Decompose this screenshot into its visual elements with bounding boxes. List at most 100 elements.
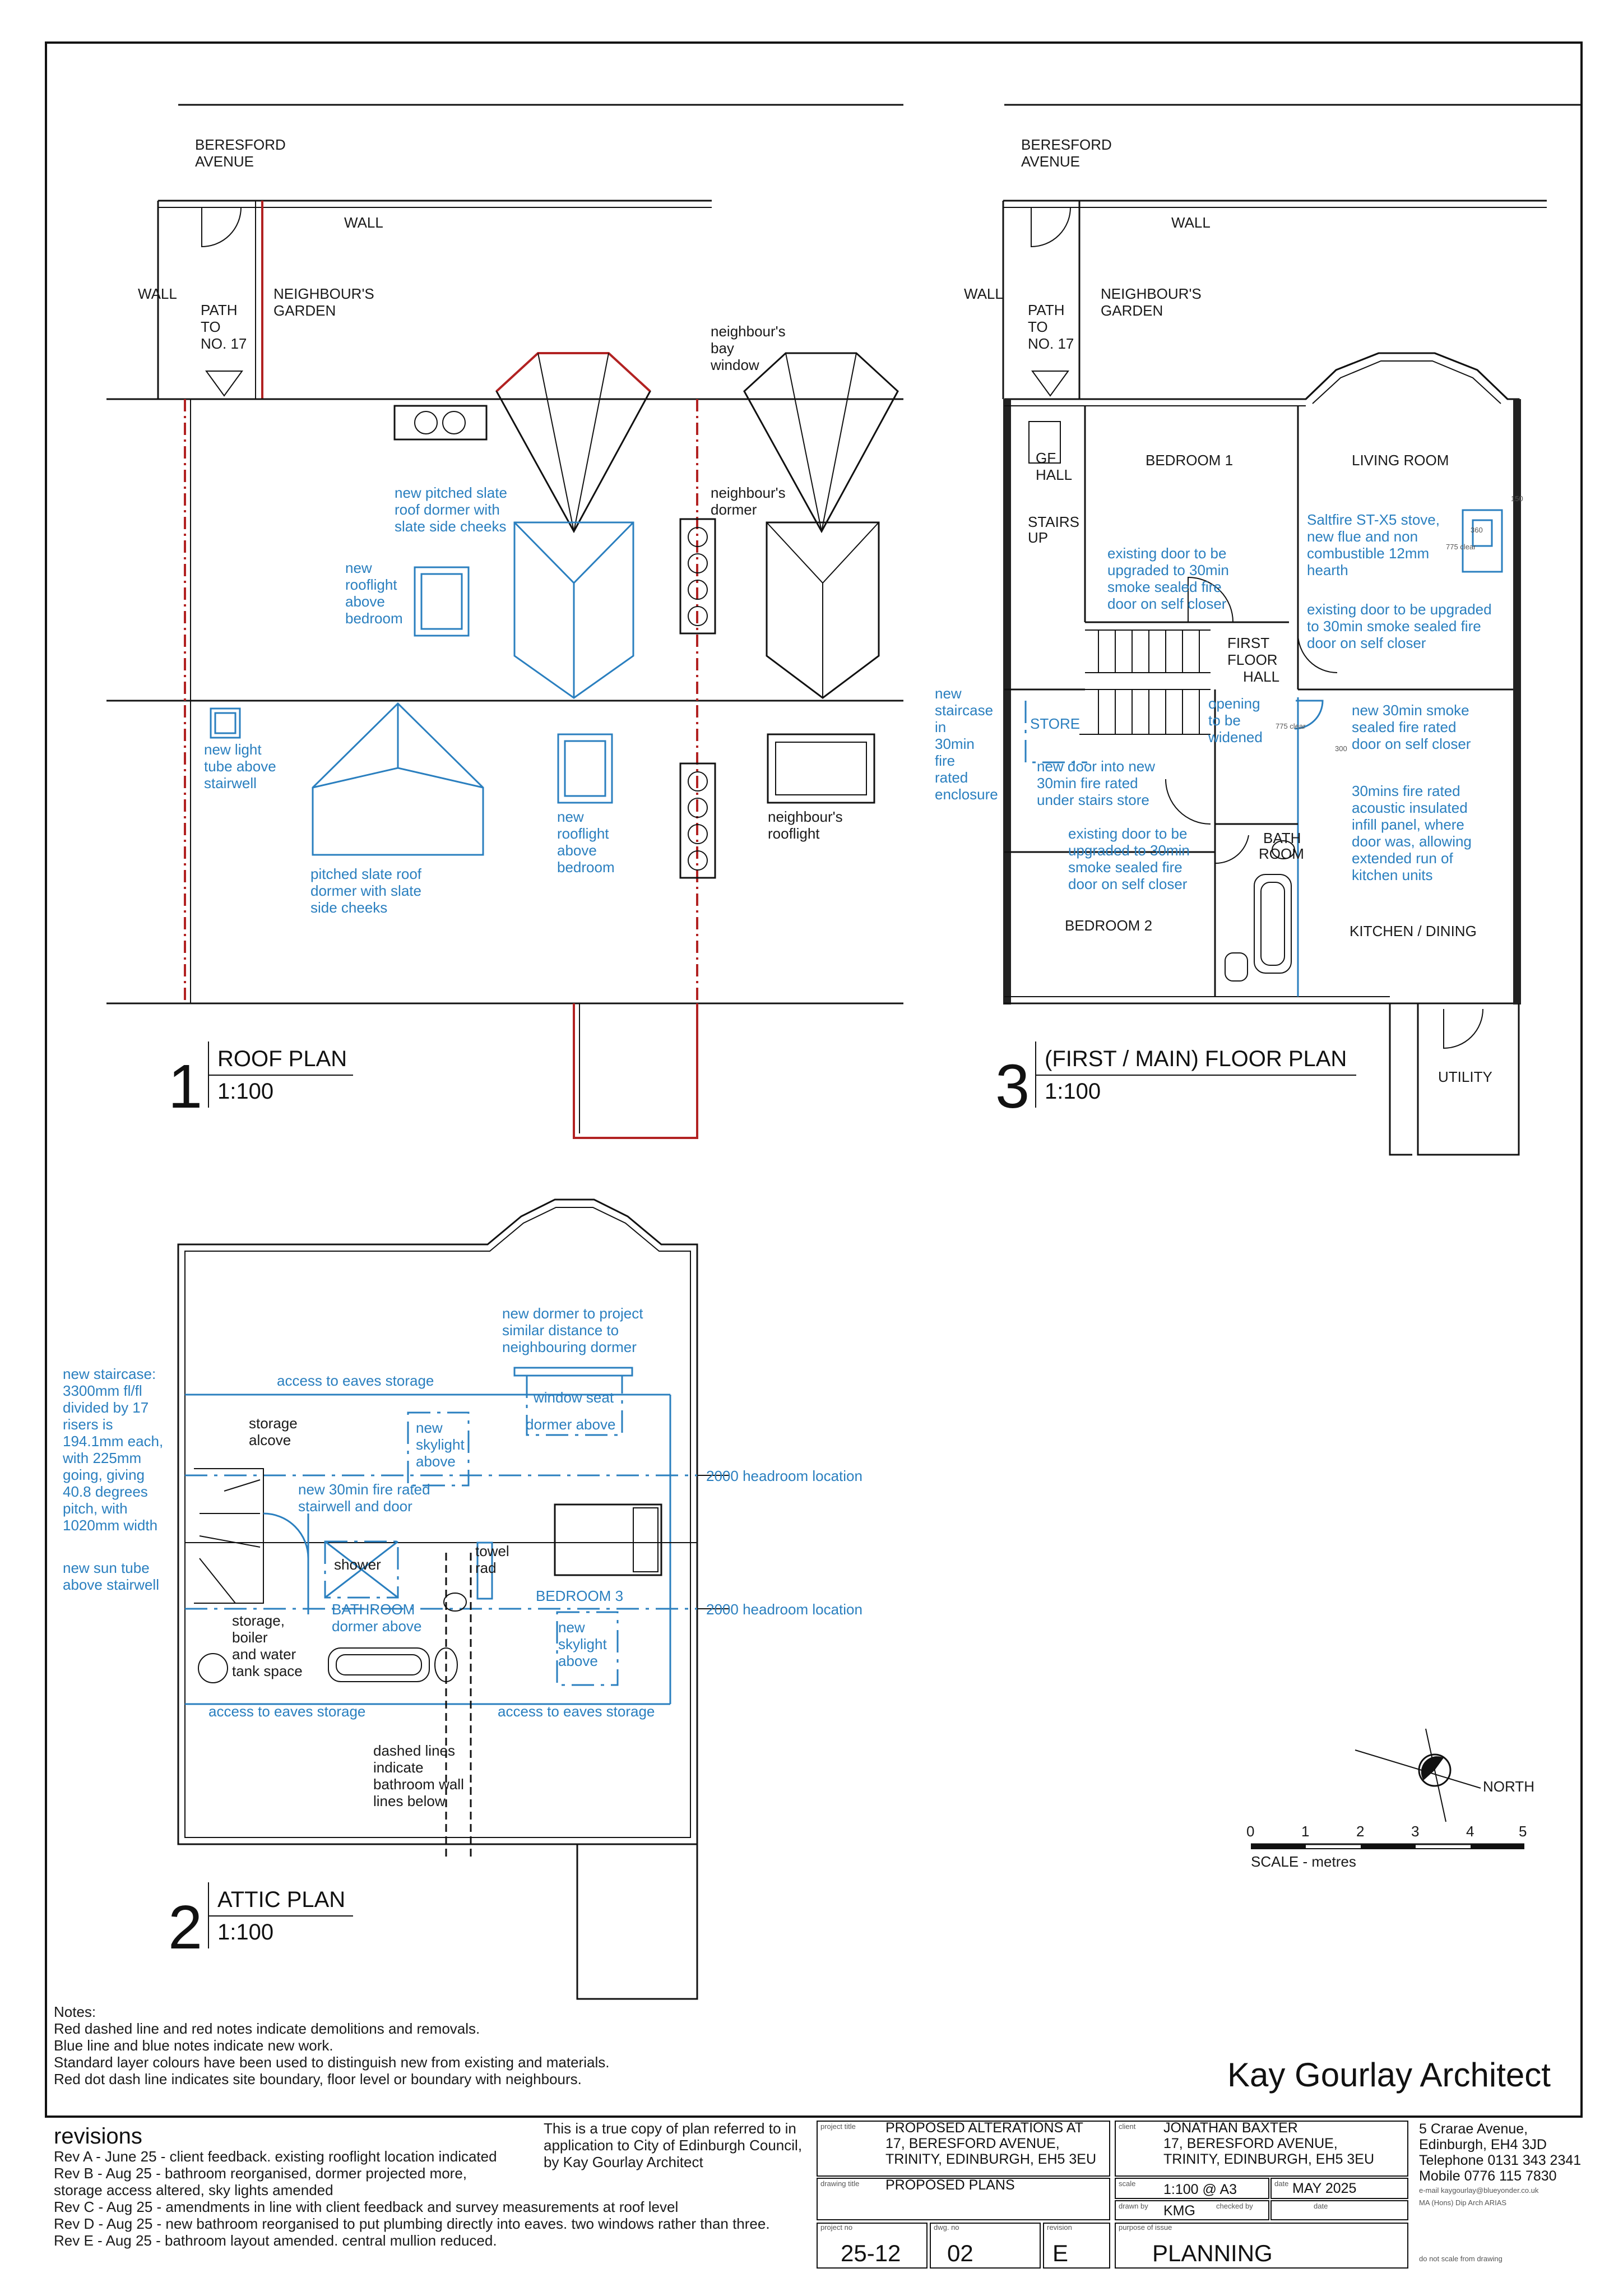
svg-text:300: 300 (1335, 744, 1347, 753)
svg-text:BEDROOM 1: BEDROOM 1 (1146, 452, 1233, 469)
svg-text:new: new (416, 1419, 443, 1436)
svg-text:GF: GF (1036, 450, 1056, 466)
svg-text:Telephone 0131 343 2341: Telephone 0131 343 2341 (1419, 2152, 1581, 2168)
svg-text:above: above (345, 593, 385, 610)
svg-text:to 30min smoke sealed fire: to 30min smoke sealed fire (1307, 618, 1481, 635)
svg-text:BEDROOM 3: BEDROOM 3 (536, 1587, 623, 1604)
svg-text:new: new (558, 1619, 585, 1636)
svg-text:slate side cheeks: slate side cheeks (395, 518, 506, 535)
svg-text:BATHROOM: BATHROOM (332, 1601, 415, 1618)
svg-text:rooflight: rooflight (557, 825, 609, 842)
svg-text:5: 5 (1519, 1823, 1527, 1840)
svg-text:above: above (557, 842, 597, 859)
svg-text:Saltfire ST-X5 stove,: Saltfire ST-X5 stove, (1307, 511, 1440, 528)
svg-text:existing door to be: existing door to be (1068, 825, 1187, 842)
svg-text:SCALE - metres: SCALE - metres (1251, 1853, 1356, 1870)
svg-text:pitched slate roof: pitched slate roof (310, 865, 422, 882)
svg-text:similar distance to: similar distance to (502, 1322, 619, 1339)
svg-text:775 clear: 775 clear (1276, 722, 1306, 730)
svg-text:BERESFORD: BERESFORD (195, 136, 286, 153)
svg-text:rated: rated (935, 769, 968, 786)
svg-text:2000 headroom location: 2000 headroom location (706, 1601, 862, 1618)
svg-text:alcove: alcove (249, 1432, 291, 1448)
svg-text:smoke sealed fire: smoke sealed fire (1068, 859, 1183, 876)
svg-text:above stairwell: above stairwell (63, 1576, 159, 1593)
roof-plan: BERESFORD AVENUE WALL WALL PATH TO NO. 1… (106, 104, 903, 1139)
svg-text:infill panel, where: infill panel, where (1352, 816, 1464, 833)
svg-text:02: 02 (947, 2240, 973, 2266)
svg-text:PATH: PATH (201, 302, 237, 318)
svg-text:WALL: WALL (1171, 214, 1211, 231)
svg-text:door on self closer: door on self closer (1068, 876, 1188, 892)
svg-text:new flue and non: new flue and non (1307, 528, 1418, 545)
svg-text:project title: project title (820, 2122, 856, 2131)
svg-text:WALL: WALL (138, 285, 177, 302)
svg-text:40.8 degrees: 40.8 degrees (63, 1483, 148, 1500)
svg-text:new staircase:: new staircase: (63, 1365, 156, 1382)
svg-text:door on self closer: door on self closer (1307, 635, 1426, 651)
svg-text:Rev A - June 25 - client feedb: Rev A - June 25 - client feedback. exist… (54, 2148, 497, 2165)
true-copy-statement: This is a true copy of plan referred to … (544, 2120, 802, 2170)
svg-text:new: new (935, 685, 962, 702)
notes-block: Notes: Red dashed line and red notes ind… (54, 2003, 609, 2087)
svg-text:new pitched slate: new pitched slate (395, 484, 507, 501)
svg-text:going, giving: going, giving (63, 1466, 145, 1483)
svg-text:UP: UP (1028, 529, 1048, 546)
svg-text:neighbouring dormer: neighbouring dormer (502, 1339, 637, 1355)
svg-text:acoustic insulated: acoustic insulated (1352, 799, 1468, 816)
first-floor-plan: BERESFORD AVENUE WALL WALL PATH TO NO. 1… (935, 104, 1580, 1156)
svg-text:NEIGHBOUR'S: NEIGHBOUR'S (1101, 285, 1202, 302)
svg-text:PATH: PATH (1028, 302, 1064, 318)
svg-text:NO. 17: NO. 17 (201, 335, 247, 352)
svg-text:MAY 2025: MAY 2025 (1292, 2181, 1356, 2196)
scale-bar: 0 1 2 3 4 5 SCALE - metres (1246, 1823, 1527, 1870)
svg-text:new: new (557, 808, 584, 825)
svg-text:bedroom: bedroom (345, 610, 403, 627)
svg-text:new door into new: new door into new (1037, 758, 1155, 775)
svg-text:3300mm fl/fl: 3300mm fl/fl (63, 1382, 142, 1399)
svg-text:date: date (1274, 2179, 1288, 2188)
svg-text:new 30min smoke: new 30min smoke (1352, 702, 1469, 719)
svg-text:Rev E - Aug 25 - bathroom layo: Rev E - Aug 25 - bathroom layout amended… (54, 2232, 497, 2249)
svg-text:Rev C - Aug 25 - amendments in: Rev C - Aug 25 - amendments in line with… (54, 2198, 678, 2215)
svg-text:TO: TO (1028, 318, 1048, 335)
svg-text:30min: 30min (935, 735, 975, 752)
sheet-border (45, 41, 1583, 2118)
svg-text:door was, allowing: door was, allowing (1352, 833, 1472, 850)
svg-text:5 Crarae Avenue,: 5 Crarae Avenue, (1419, 2121, 1528, 2137)
svg-text:150: 150 (1511, 494, 1523, 503)
svg-text:bedroom: bedroom (557, 859, 615, 876)
svg-text:in: in (935, 719, 946, 735)
svg-text:by Kay Gourlay Architect: by Kay Gourlay Architect (544, 2154, 703, 2170)
svg-text:application to City of Edinbur: application to City of Edinburgh Council… (544, 2137, 802, 2154)
svg-text:dwg. no: dwg. no (934, 2223, 959, 2232)
svg-text:1:100: 1:100 (217, 1920, 273, 1945)
svg-text:1:100: 1:100 (217, 1079, 273, 1104)
svg-text:storage: storage (249, 1415, 298, 1432)
svg-text:PROPOSED ALTERATIONS AT: PROPOSED ALTERATIONS AT (885, 2120, 1083, 2136)
svg-text:upgraded to 30min: upgraded to 30min (1107, 562, 1229, 578)
svg-text:25-12: 25-12 (841, 2240, 901, 2266)
svg-text:TRINITY, EDINBURGH, EH5 3EU: TRINITY, EDINBURGH, EH5 3EU (885, 2151, 1096, 2167)
svg-text:neighbour's: neighbour's (711, 484, 786, 501)
svg-text:1:100: 1:100 (1045, 1079, 1101, 1104)
svg-text:access to eaves storage: access to eaves storage (498, 1703, 655, 1720)
svg-text:UTILITY: UTILITY (1438, 1068, 1492, 1085)
svg-text:Mobile 0776 115 7830: Mobile 0776 115 7830 (1419, 2168, 1557, 2184)
svg-text:enclosure: enclosure (935, 786, 998, 803)
svg-text:new dormer to project: new dormer to project (502, 1305, 643, 1322)
svg-text:Blue line and blue notes indic: Blue line and blue notes indicate new wo… (54, 2037, 333, 2054)
svg-text:staircase: staircase (935, 702, 993, 719)
svg-text:AVENUE: AVENUE (195, 153, 254, 170)
svg-text:side cheeks: side cheeks (310, 899, 387, 916)
svg-text:3: 3 (1411, 1823, 1419, 1840)
svg-text:Rev B - Aug 25 - bathroom reor: Rev B - Aug 25 - bathroom reorganised, d… (54, 2165, 467, 2182)
svg-text:LIVING ROOM: LIVING ROOM (1352, 452, 1449, 469)
svg-text:JONATHAN BAXTER: JONATHAN BAXTER (1163, 2120, 1298, 2136)
svg-text:scale: scale (1119, 2179, 1135, 2188)
svg-text:opening: opening (1208, 695, 1260, 712)
svg-text:dormer: dormer (711, 501, 757, 518)
svg-text:E: E (1052, 2240, 1068, 2266)
svg-text:dormer above: dormer above (332, 1618, 421, 1635)
svg-text:dashed lines: dashed lines (373, 1742, 455, 1759)
